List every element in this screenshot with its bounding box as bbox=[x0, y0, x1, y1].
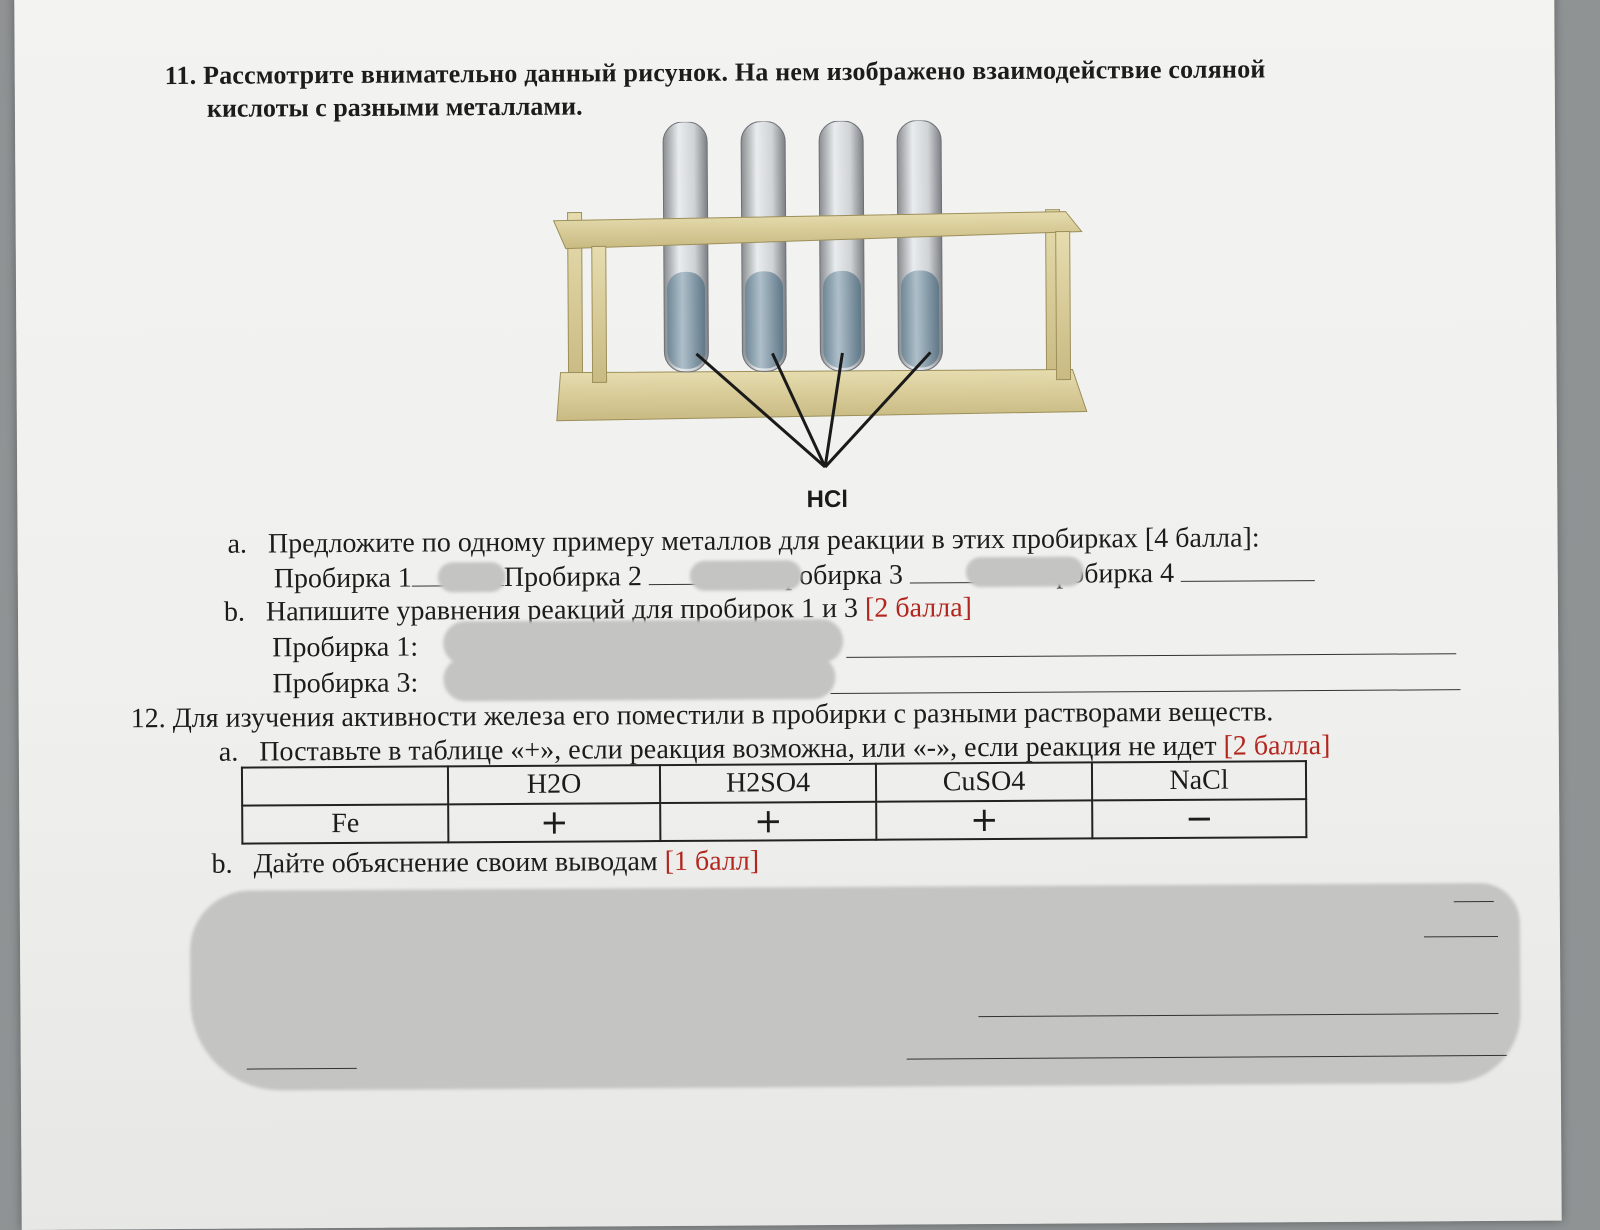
fe-reaction-table: H2O H2SO4 CuSO4 NaCl Fe + + + − bbox=[241, 760, 1307, 845]
table-row: Fe + + + − bbox=[242, 799, 1307, 844]
mark-h2so4[interactable]: + bbox=[660, 801, 877, 841]
table-header-cuso4: CuSO4 bbox=[875, 762, 1093, 802]
q12b-prompt: b. Дайте объяснение своим выводам [1 бал… bbox=[211, 845, 759, 880]
q11b-tube1-label: Пробирка 1: bbox=[272, 631, 419, 664]
q12-text: Для изучения активности железа его помес… bbox=[172, 696, 1274, 735]
test-tube-rack-figure: HCl bbox=[552, 119, 1088, 513]
table-header-h2so4: H2SO4 bbox=[659, 763, 877, 804]
table-header-cell bbox=[241, 766, 449, 806]
q12b-letter: b. bbox=[211, 848, 233, 880]
redacted-explanation bbox=[189, 882, 1521, 1091]
q11b-letter: b. bbox=[223, 596, 246, 628]
q12b-points: [1 балл] bbox=[664, 845, 760, 878]
q11a-points: [4 балла] bbox=[1144, 522, 1252, 555]
tube2-label: Пробирка 2 bbox=[503, 561, 642, 594]
tube4-answer-field[interactable] bbox=[1181, 580, 1316, 582]
hcl-label: HCl bbox=[807, 486, 849, 513]
rack-post-front-left bbox=[591, 245, 608, 383]
q12a-letter: a. bbox=[218, 736, 239, 768]
test-tube-4 bbox=[896, 119, 943, 371]
table-header-nacl: NaCl bbox=[1091, 761, 1307, 801]
q11-text-line2: кислоты с разными металлами. bbox=[206, 91, 583, 123]
q11a-colon: : bbox=[1251, 522, 1260, 554]
redacted-answer-tube3 bbox=[965, 556, 1084, 588]
redacted-answer-tube1 bbox=[437, 562, 506, 593]
table-header-row: H2O H2SO4 CuSO4 NaCl bbox=[241, 761, 1307, 806]
q11-text-line1: Рассмотрите внимательно данный рисунок. … bbox=[202, 54, 1266, 90]
q11a-letter: a. bbox=[227, 528, 248, 560]
worksheet-page: 11. Рассмотрите внимательно данный рисун… bbox=[14, 0, 1562, 1230]
q12-heading: 12. Для изучения активности железа его п… bbox=[131, 696, 1274, 735]
table-header-h2o: H2O bbox=[447, 765, 661, 805]
q11-heading: 11. Рассмотрите внимательно данный рисун… bbox=[165, 54, 1266, 91]
q11b-tube1-answer-line[interactable] bbox=[846, 653, 1457, 658]
q11-number: 11. bbox=[164, 60, 197, 91]
redacted-answer-tube2 bbox=[689, 560, 802, 591]
q11a-text: Предложите по одному примеру металлов дл… bbox=[267, 523, 1138, 560]
rack-base bbox=[556, 369, 1088, 422]
q11b-tube3-label: Пробирка 3: bbox=[272, 667, 419, 700]
mark-nacl[interactable]: − bbox=[1092, 799, 1307, 839]
table-row-label-fe: Fe bbox=[242, 804, 449, 844]
q11b-tube3-answer-line[interactable] bbox=[830, 689, 1461, 695]
q11a-prompt: a. Предложите по одному примеру металлов… bbox=[227, 522, 1259, 560]
redacted-equation-tube3 bbox=[443, 654, 836, 702]
test-tube-2 bbox=[740, 120, 787, 372]
q12-number: 12. bbox=[130, 703, 166, 735]
hcl-pointer-lines bbox=[695, 351, 932, 469]
mark-h2o[interactable]: + bbox=[448, 803, 661, 843]
mark-cuso4[interactable]: + bbox=[876, 800, 1093, 840]
rack-top-shelf bbox=[552, 211, 1083, 250]
tube1-label: Пробирка 1 bbox=[273, 562, 412, 595]
q11b-points: [2 балла] bbox=[864, 592, 973, 624]
rack-post-front-right bbox=[1055, 231, 1072, 381]
test-tube-3 bbox=[818, 120, 865, 372]
q12a-points: [2 балла] bbox=[1223, 729, 1331, 762]
q12b-text: Дайте объяснение своим выводам bbox=[253, 846, 658, 880]
test-tube-1 bbox=[662, 121, 709, 373]
